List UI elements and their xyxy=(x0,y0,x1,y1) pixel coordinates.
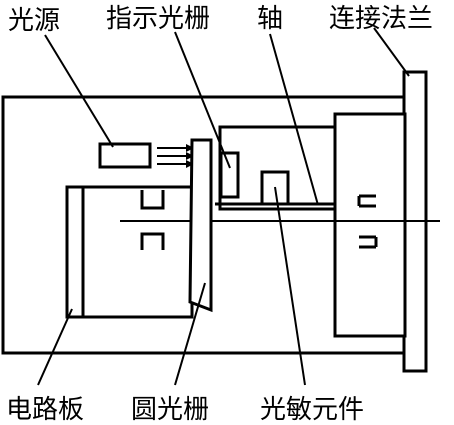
leader-shaft xyxy=(269,33,319,206)
leader-circuit-board xyxy=(37,308,73,386)
left-bearing-symbols xyxy=(140,190,165,250)
leader-light-source xyxy=(44,34,114,148)
label-light-source: 光源 xyxy=(8,6,60,36)
leader-connecting-flange xyxy=(373,27,410,77)
indicator-grating-plate xyxy=(219,151,240,199)
label-circular-grating: 圆光栅 xyxy=(131,395,209,425)
light-source-box xyxy=(98,142,152,169)
leader-photosensitive-element xyxy=(274,186,306,386)
circular-grating-disc xyxy=(188,138,213,313)
label-shaft: 轴 xyxy=(257,4,283,34)
label-indicator-grating: 指示光栅 xyxy=(106,4,210,34)
leader-indicator-grating xyxy=(174,31,231,169)
circuit-board-plate xyxy=(65,185,85,319)
label-photosensitive-element: 光敏元件 xyxy=(260,395,364,425)
leader-circular-grating xyxy=(174,282,206,386)
leader-lines xyxy=(37,27,410,386)
left-support-block xyxy=(65,185,194,319)
label-circuit-board: 电路板 xyxy=(6,395,84,425)
light-arrows xyxy=(157,144,194,168)
label-connecting-flange: 连接法兰 xyxy=(329,4,433,34)
right-bearing-symbols xyxy=(357,194,378,249)
bearing-block xyxy=(333,112,407,338)
